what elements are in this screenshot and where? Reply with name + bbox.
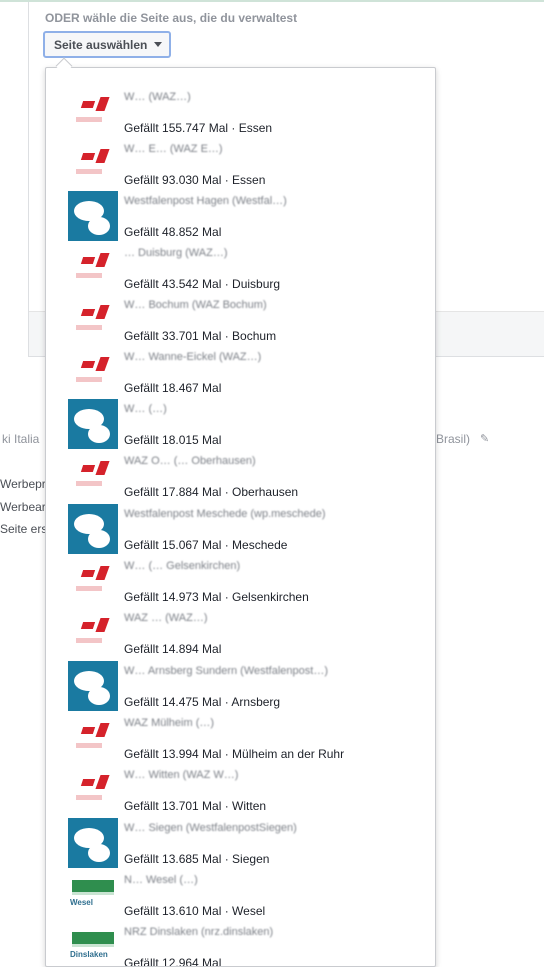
page-avatar <box>68 661 118 711</box>
page-avatar <box>68 765 118 815</box>
page-likes: Gefällt 48.852 Mal <box>124 225 222 239</box>
page-name: W… (WAZ…) <box>124 91 191 103</box>
language-list-left[interactable]: ki Italia <box>2 432 40 446</box>
page-avatar <box>68 608 118 658</box>
page-likes: Gefällt 14.894 Mal <box>124 642 222 656</box>
page-avatar: Dinslaken <box>68 922 118 966</box>
page-likes: Gefällt 13.685 Mal · Siegen <box>124 852 270 866</box>
page-name: WAZ Mülheim (…) <box>124 717 215 729</box>
page-avatar <box>68 818 118 868</box>
page-name: W… (… Gelsenkirchen) <box>124 560 241 572</box>
page-likes: Gefällt 33.701 Mal · Bochum <box>124 329 277 343</box>
page-likes: Gefällt 13.610 Mal · Wesel <box>124 904 266 918</box>
page-name: W… Arnsberg Sundern (Westfalenpost…) <box>124 665 328 677</box>
page-avatar <box>68 504 118 554</box>
page-name: N… Wesel (…) <box>124 874 198 886</box>
page-name: W… Witten (WAZ W…) <box>124 769 239 781</box>
page-option[interactable]: … Duisburg (WAZ…) Gefällt 43.542 Mal · Du… <box>46 243 435 295</box>
page-likes: Gefällt 13.994 Mal · Mülheim an der Ruhr <box>124 747 345 761</box>
page-option[interactable]: Westfalenpost Meschede (wp.meschede) Gefä… <box>46 504 435 556</box>
page-avatar <box>68 399 118 449</box>
page-option[interactable]: W… (…) Gefällt 18.015 Mal <box>46 399 435 451</box>
page-likes: Gefällt 18.467 Mal <box>124 381 222 395</box>
page-name: WAZ O… (… Oberhausen) <box>124 455 256 467</box>
page-option[interactable]: WAZ … (WAZ…) Gefällt 14.894 Mal <box>46 608 435 660</box>
page-option[interactable]: W… Bochum (WAZ Bochum) Gefällt 33.701 Mal… <box>46 295 435 347</box>
avatar-label: Wesel <box>70 898 93 907</box>
page-name: … Duisburg (WAZ…) <box>124 247 228 259</box>
page-avatar <box>68 87 118 137</box>
avatar-label: Dinslaken <box>70 950 108 959</box>
page-avatar <box>68 451 118 501</box>
page-name: WAZ … (WAZ…) <box>124 612 208 624</box>
language-list-right[interactable]: Brasil) <box>436 432 471 446</box>
page-likes: Gefällt 14.973 Mal · Gelsenkirchen <box>124 590 309 604</box>
page-likes: Gefällt 14.475 Mal · Arnsberg <box>124 695 281 709</box>
page-dropdown: W… (WAZ…) Gefällt 155.747 Mal · Essen W… E… <box>45 67 436 967</box>
top-rule <box>0 0 544 2</box>
page-likes: Gefällt 13.701 Mal · Witten <box>124 799 267 813</box>
page-name: NRZ Dinslaken (nrz.dinslaken) <box>124 926 274 938</box>
page-option[interactable]: Wesel N… Wesel (…) Gefällt 13.610 Mal · We… <box>46 870 435 922</box>
page-likes: Gefällt 93.030 Mal · Essen <box>124 173 266 187</box>
page-select-heading: ODER wähle die Seite aus, die du verwalt… <box>45 11 298 25</box>
page-name: W… Siegen (WestfalenpostSiegen) <box>124 822 297 834</box>
page-option[interactable]: WAZ O… (… Oberhausen) Gefällt 17.884 Mal … <box>46 451 435 503</box>
page-avatar <box>68 191 118 241</box>
side-link-2[interactable]: Werbear <box>0 500 46 514</box>
caret-down-icon <box>154 42 163 47</box>
page-option[interactable]: Westfalenpost Hagen (Westfal…) Gefällt 48… <box>46 191 435 243</box>
page-name: W… (…) <box>124 403 167 415</box>
page-avatar <box>68 295 118 345</box>
page-likes: Gefällt 18.015 Mal <box>124 433 222 447</box>
page-avatar <box>68 556 118 606</box>
page-option[interactable]: W… Witten (WAZ W…) Gefällt 13.701 Mal · W… <box>46 765 435 817</box>
page-option[interactable]: W… Wanne-Eickel (WAZ…) Gefällt 18.467 Mal <box>46 347 435 399</box>
page-avatar <box>68 713 118 763</box>
select-page-label: Seite auswählen <box>54 37 148 52</box>
page-name: W… Bochum (WAZ Bochum) <box>124 299 267 311</box>
side-link-1[interactable]: Werbepr <box>0 477 46 491</box>
page-likes: Gefällt 12.964 Mal <box>124 956 222 967</box>
page-likes: Gefällt 155.747 Mal · Essen <box>124 121 273 135</box>
page-avatar <box>68 243 118 293</box>
page-name: Westfalenpost Hagen (Westfal…) <box>124 195 287 207</box>
page-likes: Gefällt 17.884 Mal · Oberhausen <box>124 485 299 499</box>
page-avatar <box>68 347 118 397</box>
page-option[interactable]: Dinslaken NRZ Dinslaken (nrz.dinslaken) Ge… <box>46 922 435 967</box>
page-name: W… Wanne-Eickel (WAZ…) <box>124 351 262 363</box>
page-name: Westfalenpost Meschede (wp.meschede) <box>124 508 326 520</box>
page-avatar <box>68 139 118 189</box>
page-option[interactable]: W… (… Gelsenkirchen) Gefällt 14.973 Mal ·… <box>46 556 435 608</box>
page-avatar: Wesel <box>68 870 118 920</box>
page-likes: Gefällt 43.542 Mal · Duisburg <box>124 277 281 291</box>
page-likes: Gefällt 15.067 Mal · Meschede <box>124 538 288 552</box>
pencil-icon[interactable]: ✎ <box>480 433 490 445</box>
page-name: W… E… (WAZ E…) <box>124 143 223 155</box>
select-page-button[interactable]: Seite auswählen <box>43 31 171 58</box>
page-option[interactable]: W… E… (WAZ E…) Gefällt 93.030 Mal · Essen <box>46 139 435 191</box>
page-option[interactable]: W… (WAZ…) Gefällt 155.747 Mal · Essen <box>46 87 435 139</box>
side-link-3[interactable]: Seite ers <box>0 522 48 536</box>
page-option[interactable]: W… Arnsberg Sundern (Westfalenpost…) Gefä… <box>46 661 435 713</box>
page-option[interactable]: W… Siegen (WestfalenpostSiegen) Gefällt 1… <box>46 818 435 870</box>
page-option[interactable]: WAZ Mülheim (…) Gefällt 13.994 Mal · Mülh… <box>46 713 435 765</box>
